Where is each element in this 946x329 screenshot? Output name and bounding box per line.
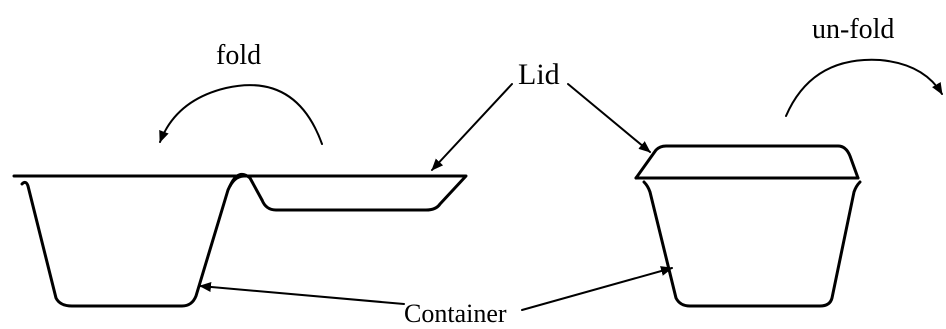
fold-arrow: [159, 84, 323, 145]
closed-container-shape: [642, 180, 862, 308]
unfold-arrow: [785, 58, 943, 117]
container-pointer-left: [199, 281, 405, 305]
container-pointer-right: [521, 266, 673, 311]
open-lid-shape: [238, 174, 468, 212]
unfold-label: un-fold: [812, 14, 894, 45]
container-label: Container: [404, 299, 507, 328]
open-clamshell: [12, 172, 468, 308]
hinge-shape: [228, 172, 264, 202]
lid-pointer-right: [567, 83, 651, 153]
lid-label: Lid: [518, 58, 560, 91]
closed-lid-shape: [634, 144, 860, 180]
closed-clamshell: [634, 144, 862, 308]
lid-pointer-left: [431, 83, 513, 171]
fold-label: fold: [216, 40, 261, 71]
